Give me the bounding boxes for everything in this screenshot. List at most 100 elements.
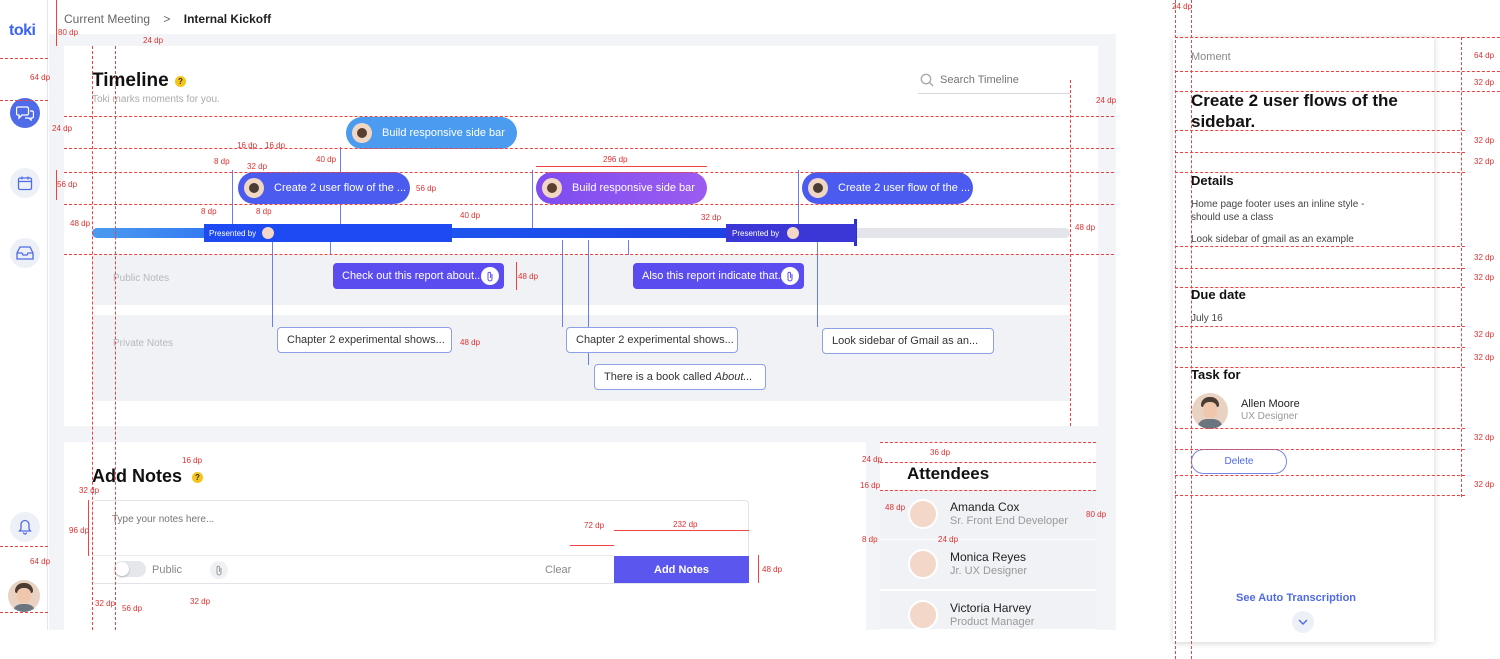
spec-label: 32 dp (1474, 273, 1495, 282)
public-note[interactable]: Check out this report about... (333, 263, 504, 289)
nav-calendar-button[interactable] (10, 168, 40, 198)
due-date-heading: Due date (1191, 287, 1246, 302)
logo[interactable]: toki (9, 22, 36, 39)
spec-label: 296 dp (603, 155, 628, 164)
nav-inbox-button[interactable] (10, 238, 40, 268)
spec-label: 24 dp (938, 535, 959, 544)
spec-label: 32 dp (79, 486, 100, 495)
measure-line (758, 555, 759, 583)
spec-label: 16 dp (237, 141, 258, 150)
guide-line (0, 100, 48, 101)
nav-notifications-button[interactable] (10, 512, 40, 542)
help-icon[interactable]: ? (192, 472, 203, 483)
spec-label: 16 dp (860, 481, 881, 490)
spec-label: 96 dp (69, 526, 90, 535)
note-text: Look sidebar of Gmail as an... (832, 335, 979, 347)
spec-label: 8 dp (214, 157, 230, 166)
private-note[interactable]: Chapter 2 experimental shows... (277, 327, 452, 353)
user-avatar[interactable] (8, 580, 40, 612)
spec-label: 48 dp (70, 219, 91, 228)
avatar (542, 178, 562, 198)
private-note[interactable]: There is a book called About... (594, 364, 766, 390)
spec-label: 32 dp (1474, 433, 1495, 442)
avatar (262, 227, 275, 239)
timeline-search[interactable] (918, 68, 1070, 94)
spec-label: 32 dp (1474, 136, 1495, 145)
guide-line (1175, 449, 1465, 450)
spec-label: 64 dp (30, 557, 51, 566)
clear-button[interactable]: Clear (545, 564, 572, 576)
spec-label: 56 dp (122, 604, 143, 613)
attendee-role: Jr. UX Designer (950, 565, 1028, 577)
attendee-role: Product Manager (950, 616, 1035, 628)
paperclip-icon (216, 565, 222, 575)
moment-pill[interactable]: Build responsive side bar (346, 117, 517, 149)
guide-line (880, 490, 1096, 491)
add-notes-title: Add Notes (92, 466, 182, 486)
note-text: Chapter 2 experimental shows... (287, 334, 445, 346)
spec-label: 32 dp (1474, 330, 1495, 339)
private-note[interactable]: Look sidebar of Gmail as an... (822, 328, 994, 354)
breadcrumb-parent-link[interactable]: Current Meeting (64, 12, 151, 26)
spec-label: 8 dp (862, 535, 878, 544)
search-icon (920, 73, 934, 87)
delete-button[interactable]: Delete (1191, 449, 1287, 474)
guide-line (1461, 37, 1462, 497)
attach-button[interactable] (210, 561, 228, 579)
avatar (787, 227, 800, 239)
moment-label: Create 2 user flow of the ... (838, 182, 971, 194)
moment-pill[interactable]: Build responsive side bar (536, 172, 707, 204)
connector (232, 170, 233, 228)
spec-label: 24 dp (52, 124, 73, 133)
calendar-icon (17, 176, 33, 191)
guide-line (64, 254, 1114, 255)
spec-label: 40 dp (460, 211, 481, 220)
breadcrumb-separator: > (163, 12, 171, 26)
moment-pill[interactable]: Create 2 user flow of the ... (802, 172, 973, 204)
presented-by-badge: Presented by (726, 224, 856, 242)
guide-line (64, 204, 1114, 205)
spec-label: 48 dp (885, 503, 906, 512)
note-text: Check out this report about... (342, 270, 484, 282)
attendees-title: Attendees (907, 464, 990, 483)
expand-button[interactable] (1292, 611, 1314, 633)
attendee-row[interactable]: Monica Reyes Jr. UX Designer (880, 540, 1096, 590)
nav-meetings-button[interactable] (10, 98, 40, 128)
paperclip-icon[interactable] (481, 267, 499, 285)
details-text: Look sidebar of gmail as an example (1191, 234, 1354, 245)
timeline-search-input[interactable] (940, 71, 1068, 89)
presented-by-label: Presented by (732, 228, 780, 238)
moment-label: Create 2 user flow of the ... (274, 182, 407, 194)
moment-pill[interactable]: Create 2 user flow of the ... (238, 172, 410, 204)
add-notes-button[interactable]: Add Notes (614, 556, 749, 583)
connector (817, 255, 818, 327)
editor-divider (92, 555, 614, 556)
measure-line (88, 500, 89, 556)
spec-label: 32 dp (1474, 353, 1495, 362)
private-note[interactable]: Chapter 2 experimental shows... (566, 327, 738, 353)
notes-input[interactable] (112, 511, 712, 527)
inbox-icon (16, 246, 34, 260)
public-toggle[interactable] (114, 561, 146, 577)
auto-transcription-link[interactable]: See Auto Transcription (1236, 592, 1357, 604)
guide-line (64, 116, 1114, 117)
attendee-role: Sr. Front End Developer (950, 515, 1069, 527)
attendee-name: Monica Reyes (950, 550, 1027, 564)
public-note[interactable]: Also this report indicate that... (633, 263, 804, 289)
attendee-name: Amanda Cox (950, 500, 1020, 514)
attendee-row[interactable]: Amanda Cox Sr. Front End Developer (880, 490, 1096, 540)
guide-line (1175, 37, 1500, 38)
breadcrumb: Current Meeting > Internal Kickoff (64, 12, 271, 26)
attendee-row[interactable]: Victoria Harvey Product Manager (880, 591, 1096, 630)
guide-line (92, 46, 93, 630)
bell-icon (18, 519, 32, 535)
spec-label: 48 dp (1075, 223, 1096, 232)
spec-label: 232 dp (673, 520, 698, 529)
guide-line (1175, 172, 1465, 173)
help-icon[interactable]: ? (175, 76, 186, 87)
paperclip-icon[interactable] (781, 267, 799, 285)
avatar (808, 178, 828, 198)
assignee-avatar (1192, 393, 1228, 429)
moment-label: Build responsive side bar (382, 127, 505, 139)
spec-label: 64 dp (30, 73, 51, 82)
